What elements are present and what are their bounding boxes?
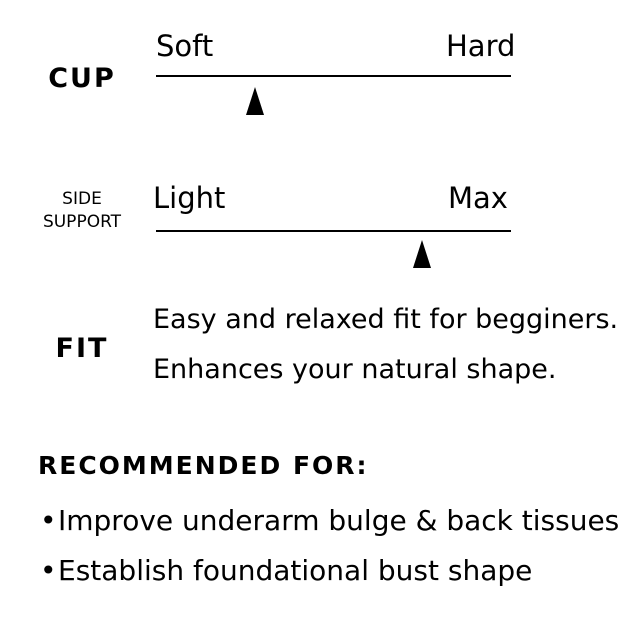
- recommended-item-text: Improve underarm bulge & back tissues: [58, 504, 620, 537]
- side-support-low-label: Light: [153, 181, 226, 215]
- cup-heading: CUP: [48, 63, 116, 94]
- side-support-heading-line2: SUPPORT: [42, 212, 122, 232]
- side-support-high-label: Max: [448, 181, 508, 215]
- cup-scale-line: [156, 75, 511, 77]
- side-support-scale-line: [156, 230, 511, 232]
- recommended-title: RECOMMENDED FOR:: [38, 451, 369, 480]
- side-support-heading: SIDE SUPPORT: [22, 188, 142, 234]
- fit-description-line-1: Easy and relaxed fit for begginers.: [153, 304, 619, 335]
- fit-heading: FIT: [55, 333, 109, 364]
- bullet-icon: •: [40, 554, 57, 587]
- recommended-item-text: Establish foundational bust shape: [58, 554, 533, 587]
- cup-level-marker: [246, 87, 265, 115]
- recommended-item: •Establish foundational bust shape: [40, 554, 532, 587]
- bullet-icon: •: [40, 504, 57, 537]
- side-support-heading-line1: SIDE: [62, 189, 102, 209]
- fit-description-line-2: Enhances your natural shape.: [153, 354, 557, 385]
- recommended-item: •Improve underarm bulge & back tissues: [40, 504, 619, 537]
- cup-high-label: Hard: [446, 29, 516, 63]
- side-support-level-marker: [413, 240, 432, 268]
- cup-low-label: Soft: [156, 29, 214, 63]
